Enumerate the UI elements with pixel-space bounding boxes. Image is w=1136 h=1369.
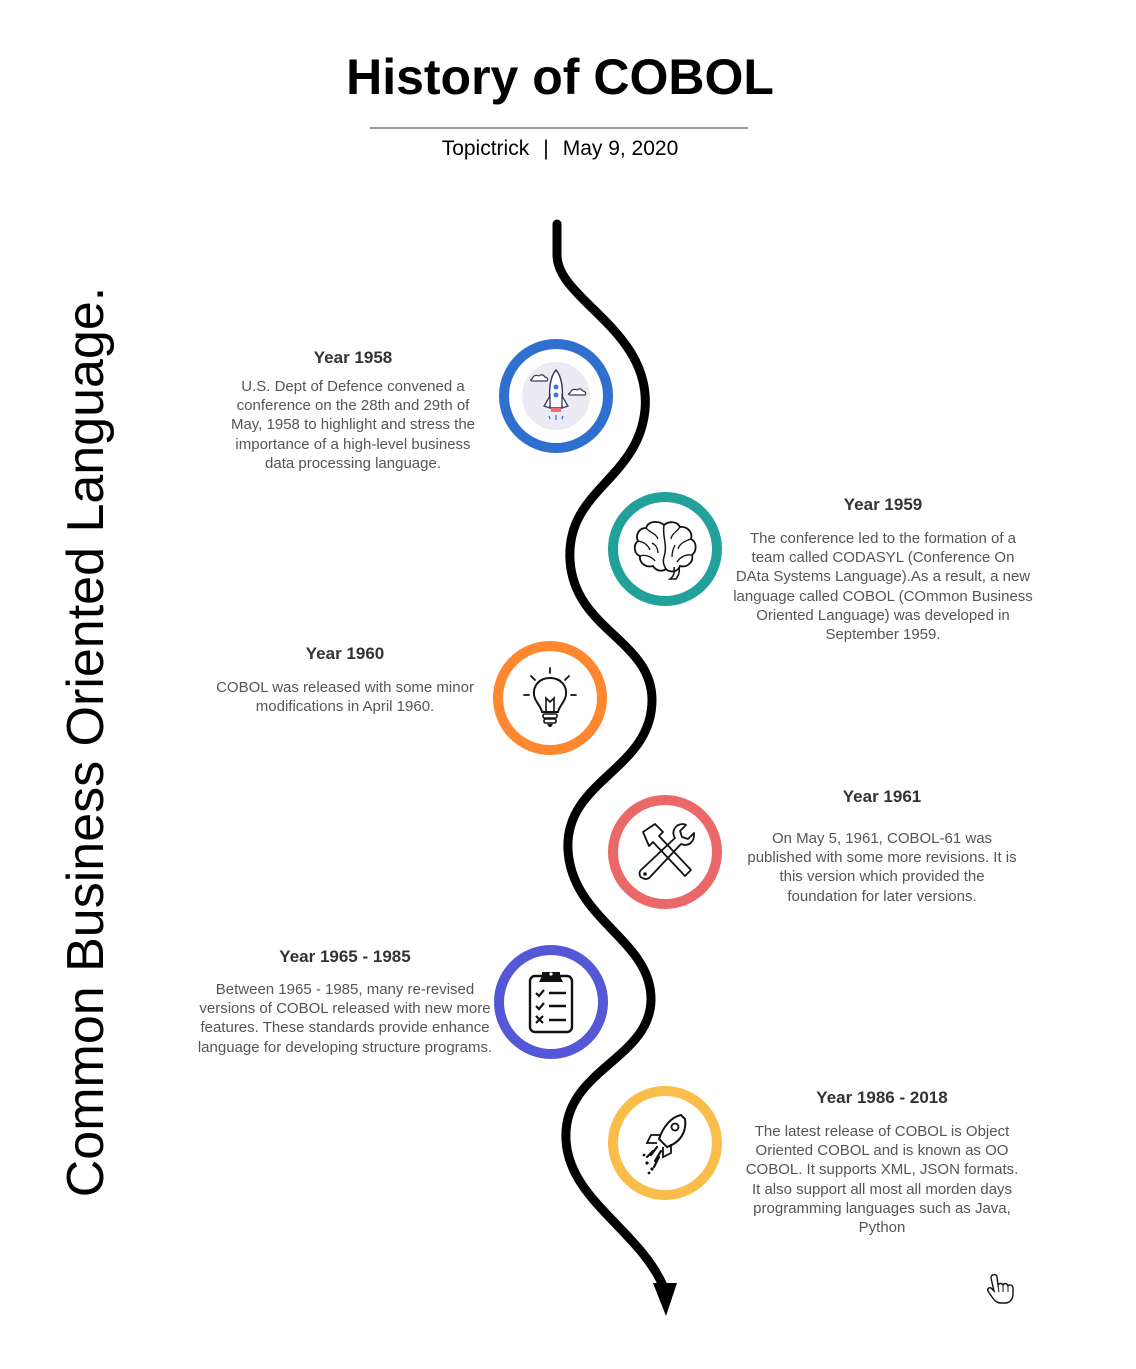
author: Topictrick	[441, 137, 530, 160]
event-year: Year 1961	[842, 787, 922, 806]
event-1959: Year 1959 The conference led to the form…	[733, 495, 1033, 644]
timeline-node-1965-1985	[494, 945, 608, 1059]
event-year: Year 1960	[305, 644, 385, 663]
page-title: History of COBOL	[346, 49, 774, 105]
event-description: Between 1965 - 1985, many re-revised ver…	[197, 981, 493, 1056]
event-description: COBOL was released with some minor modif…	[216, 679, 474, 716]
byline-separator: |	[543, 137, 549, 160]
timeline-arrowhead	[653, 1283, 677, 1316]
event-year: Year 1986 - 2018	[816, 1088, 948, 1107]
event-1961: Year 1961 On May 5, 1961, COBOL-61 was p…	[732, 787, 1032, 906]
event-year: Year 1959	[843, 495, 923, 514]
clipboard-checklist-icon	[528, 972, 574, 1034]
hand-cursor-icon	[987, 1273, 1014, 1304]
event-1986-2018: Year 1986 - 2018 The latest release of C…	[732, 1088, 1032, 1237]
event-year: Year 1965 - 1985	[279, 947, 411, 966]
hammer-wrench-icon	[638, 823, 695, 880]
space-rocket-icon	[522, 362, 590, 430]
lightbulb-icon	[523, 667, 577, 727]
event-description: On May 5, 1961, COBOL-61 was published w…	[747, 830, 1017, 905]
event-1960: Year 1960 COBOL was released with some m…	[195, 644, 495, 716]
timeline-node-1986-2018	[608, 1086, 722, 1200]
event-1958: Year 1958 U.S. Dept of Defence convened …	[203, 348, 503, 473]
timeline-node-1960	[493, 641, 607, 755]
event-1965-1985: Year 1965 - 1985 Between 1965 - 1985, ma…	[195, 947, 495, 1057]
publish-date: May 9, 2020	[562, 137, 679, 160]
event-description: U.S. Dept of Defence convened a conferen…	[230, 378, 476, 472]
timeline-node-1961	[608, 795, 722, 909]
brain-icon	[633, 521, 697, 580]
title-divider	[370, 127, 748, 129]
timeline-node-1959	[608, 492, 722, 606]
timeline-node-1958	[499, 339, 613, 453]
byline: Topictrick | May 9, 2020	[0, 137, 1120, 161]
event-year: Year 1958	[313, 348, 393, 367]
event-description: The latest release of COBOL is Object Or…	[745, 1123, 1019, 1237]
rocket-launch-icon	[642, 1113, 687, 1175]
event-description: The conference led to the formation of a…	[733, 530, 1033, 644]
